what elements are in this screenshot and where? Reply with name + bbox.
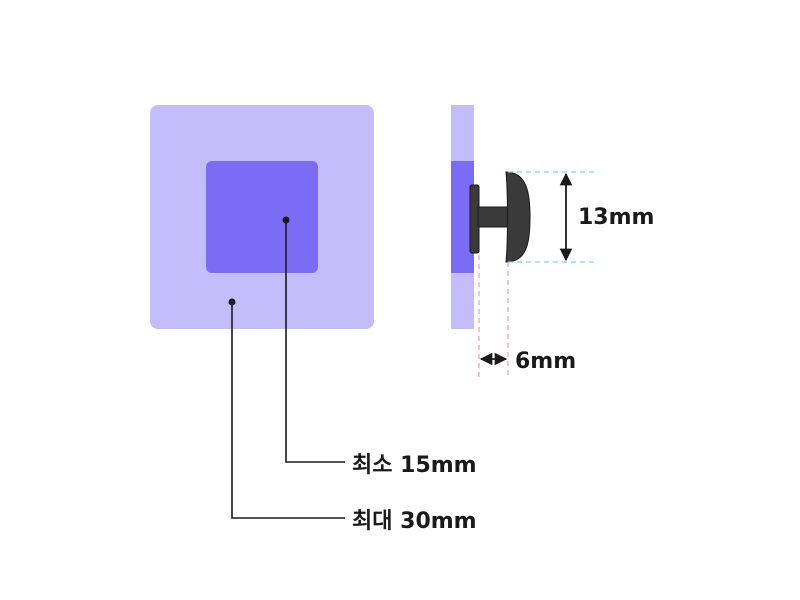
inner-square-min (206, 161, 318, 273)
side-view: 13mm 6mm (451, 105, 654, 378)
height-label: 13mm (578, 205, 654, 230)
side-inner (451, 161, 474, 273)
min-leader-line (285, 220, 345, 463)
stud-post (477, 206, 509, 228)
front-view: 최소 15mm 최대 30mm (150, 105, 477, 534)
min-size-label: 최소 15mm (352, 453, 477, 478)
max-size-label: 최대 30mm (352, 509, 477, 534)
stud-cap (505, 171, 531, 263)
depth-label: 6mm (515, 349, 576, 374)
max-leader-line (231, 302, 345, 519)
